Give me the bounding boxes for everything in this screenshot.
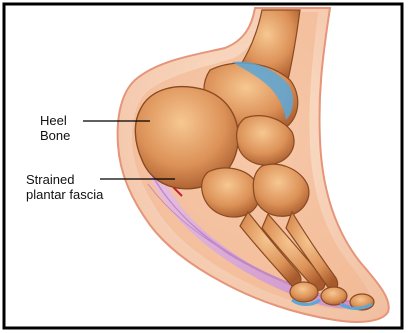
heel-bone-label-line1: Heel [40, 113, 70, 128]
heel-bone-label: Heel Bone [40, 113, 70, 143]
strained-plantar-fascia-label: Strained plantar fascia [26, 172, 103, 202]
heel-bone-label-line2: Bone [40, 128, 70, 143]
strained-label-line1: Strained [26, 172, 103, 187]
strained-label-line2: plantar fascia [26, 187, 103, 202]
